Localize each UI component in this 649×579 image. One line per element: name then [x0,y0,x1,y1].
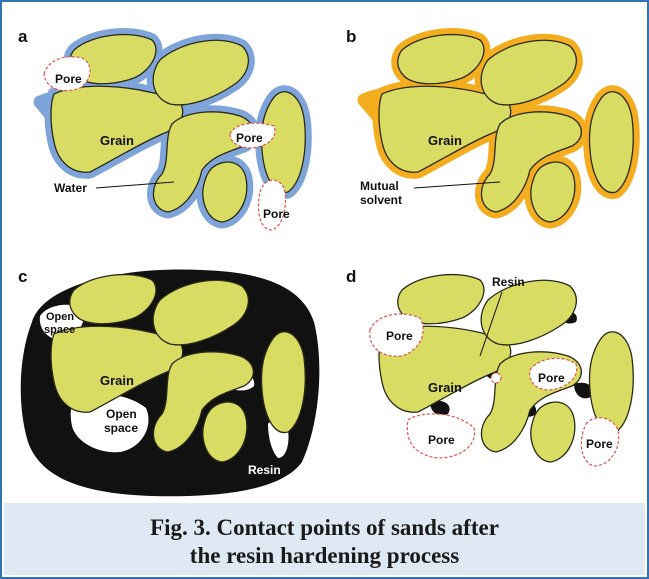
label-pore: Pore [263,207,290,221]
caption-line-2: the resin hardening process [4,543,645,569]
label-pore: Pore [236,131,263,145]
panel-c-letter: c [18,267,27,286]
label-pore: Pore [55,72,82,86]
label-mutual: Mutual [360,179,399,193]
label-pore: Pore [538,371,565,385]
label-grain: Grain [100,133,134,148]
panel-b: b Grain Mutual solvent [346,27,633,222]
panel-d-letter: d [346,267,356,286]
figure-caption: Fig. 3. Contact points of sands after th… [4,503,645,575]
figure-illustration: a Pore Grain Pore Pore Water [2,2,647,502]
label-resin: Resin [492,275,525,289]
panel-a-letter: a [18,27,28,46]
label-open: Open [106,407,137,421]
label-grain: Grain [428,380,462,395]
label-solvent: solvent [360,193,402,207]
panel-a: a Pore Grain Pore Pore Water [18,27,305,230]
panel-b-letter: b [346,27,356,46]
sand-grains [379,35,633,222]
label-space: space [104,421,138,435]
label-pore: Pore [428,433,455,447]
label-pore: Pore [386,329,413,343]
label-resin: Resin [248,463,281,477]
panel-d: d Resin Pore [346,267,633,466]
label-grain: Grain [100,373,134,388]
label-water: Water [54,181,87,195]
label-pore: Pore [586,437,613,451]
panel-c: c Open space Grain Open space Resin [18,267,319,496]
caption-line-1: Fig. 3. Contact points of sands after [4,515,645,541]
label-grain: Grain [428,133,462,148]
label-open: Open [46,311,74,323]
label-space: space [44,324,75,336]
